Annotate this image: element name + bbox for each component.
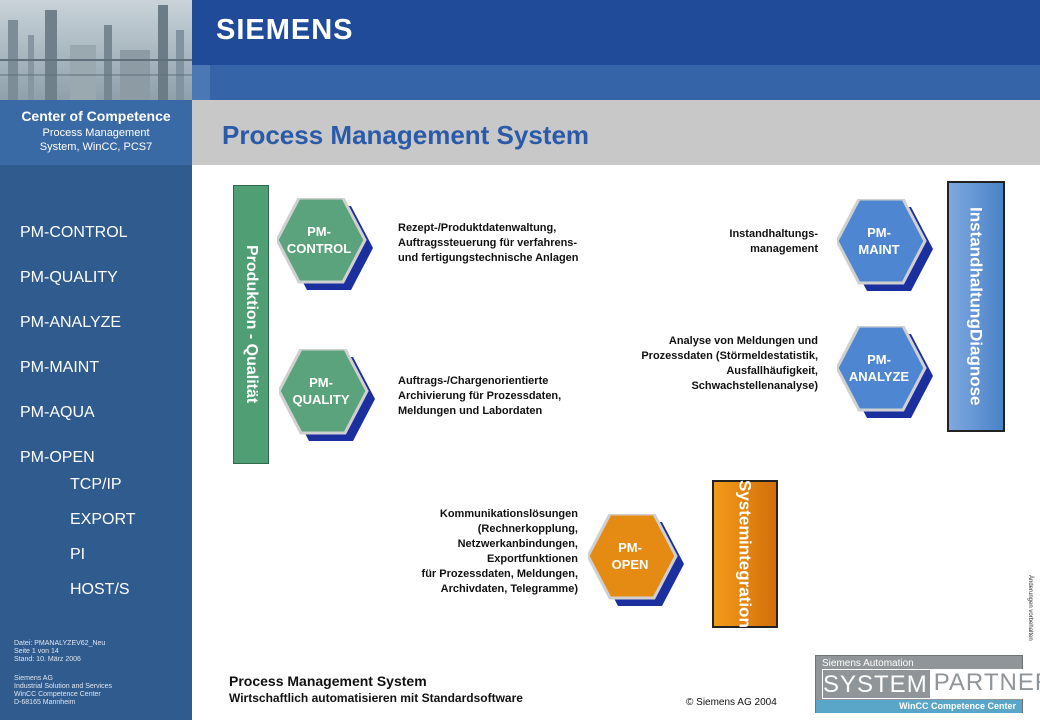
pm-control-module[interactable]: PM- CONTROL <box>277 198 377 290</box>
corp-info-line: D-68165 Mannheim <box>14 699 76 706</box>
copyright: © Siemens AG 2004 <box>686 697 777 708</box>
sidebar-subitem-export[interactable]: EXPORT <box>70 511 136 528</box>
file-info-line: Stand: 10. März 2006 <box>14 656 81 663</box>
description-line: Archivdaten, Telegramme) <box>440 583 578 595</box>
sidebar-nav: PM-CONTROL PM-QUALITY PM-ANALYZE PM-MAIN… <box>20 222 128 492</box>
description-line: (Rechnerkopplung, <box>477 523 578 535</box>
pm-open-module[interactable]: PM- OPEN <box>588 514 688 606</box>
partner-bottom-text: WinCC Competence Center <box>816 700 1022 713</box>
instandhaltung-bar: InstandhaltungDiagnose <box>947 181 1005 432</box>
sidebar-item-pm-control[interactable]: PM-CONTROL <box>20 224 128 241</box>
description-line: Prozessdaten (Störmeldestatistik, <box>641 350 818 362</box>
center-subtitle-1: Process Management <box>42 127 150 139</box>
hex-line: ANALYZE <box>848 369 910 384</box>
description-line: Exportfunktionen <box>486 553 578 565</box>
corp-info: Siemens AG Industrial Solution and Servi… <box>14 675 112 707</box>
description-line: Auftrags-/Chargenorientierte <box>398 375 549 387</box>
sidebar-item-pm-aqua[interactable]: PM-AQUA <box>20 404 95 421</box>
description-line: management <box>750 243 818 255</box>
pm-maint-label: PM- MAINT <box>837 199 921 283</box>
sidebar-subitem-tcpip[interactable]: TCP/IP <box>70 476 122 493</box>
footer-subtitle: Wirtschaftlich automatisieren mit Standa… <box>229 691 523 705</box>
pm-open-description: Kommunikationslösungen (Rechnerkopplung,… <box>422 507 578 597</box>
description-line: Instandhaltungs- <box>729 228 818 240</box>
sidebar-item-pm-maint[interactable]: PM-MAINT <box>20 359 100 376</box>
corp-info-line: WinCC Competence Center <box>14 691 101 698</box>
center-of-competence: Center of Competence Process Management … <box>0 100 192 165</box>
description-line: Schwachstellenanalyse) <box>691 380 818 392</box>
pm-analyze-module[interactable]: PM- ANALYZE <box>837 326 937 418</box>
hex-line: PM- <box>309 375 333 390</box>
produktion-qualitaet-label: Produktion - Qualität <box>243 245 260 404</box>
pm-quality-label: PM- QUALITY <box>279 349 363 433</box>
hex-line: OPEN <box>611 557 649 572</box>
description-line: Meldungen und Labordaten <box>398 405 543 417</box>
system-integration-line-1: System <box>735 479 755 541</box>
description-line: Ausfallhäufigkeit, <box>726 365 818 377</box>
pm-open-label: PM- OPEN <box>588 514 672 598</box>
description-line: für Prozessdaten, Meldungen, <box>421 568 578 580</box>
instandhaltung-line-2: Diagnose <box>966 329 986 406</box>
hex-line: QUALITY <box>292 392 350 407</box>
siemens-logo: SIEMENS <box>216 14 354 46</box>
hex-line: CONTROL <box>286 241 352 256</box>
footer-title: Process Management System <box>229 673 427 689</box>
header-subbar <box>192 65 1040 100</box>
pm-quality-module[interactable]: PM- QUALITY <box>279 349 379 441</box>
system-integration-bar: Systemintegration <box>712 480 778 628</box>
header-subbar-accent <box>192 65 210 100</box>
header-bar <box>192 0 1040 65</box>
produktion-qualitaet-bar: Produktion - Qualität <box>233 185 269 464</box>
center-title: Center of Competence <box>21 108 171 124</box>
pm-analyze-description: Analyse von Meldungen und Prozessdaten (… <box>641 334 818 394</box>
hex-line: PM- <box>618 540 642 555</box>
sidebar-item-pm-quality[interactable]: PM-QUALITY <box>20 269 118 286</box>
file-info-line: Datei: PMANALYZEV62_Neu <box>14 640 106 647</box>
hex-line: PM- <box>867 352 891 367</box>
hex-line: PM- <box>307 224 331 239</box>
pm-control-description: Rezept-/Produktdatenwaltung, Auftragsste… <box>398 221 579 266</box>
description-line: und fertigungstechnische Anlagen <box>398 252 579 264</box>
partner-partner-text: PARTNER <box>930 669 1040 699</box>
pm-maint-description: Instandhaltungs- management <box>729 227 818 257</box>
file-info: Datei: PMANALYZEV62_Neu Seite 1 von 14 S… <box>14 640 105 664</box>
title-bar <box>192 100 1040 165</box>
system-integration-line-2: integration <box>735 540 755 629</box>
instandhaltung-line-1: Instandhaltung <box>966 207 986 330</box>
header-photo <box>0 0 192 100</box>
center-subtitle-2: System, WinCC, PCS7 <box>39 141 153 153</box>
description-line: Rezept-/Produktdatenwaltung, <box>398 222 557 234</box>
sidebar-item-pm-analyze[interactable]: PM-ANALYZE <box>20 314 122 331</box>
hex-line: MAINT <box>858 242 900 257</box>
sidebar-subitem-host[interactable]: HOST/S <box>70 581 130 598</box>
description-line: Netzwerkanbindungen, <box>457 538 578 550</box>
description-line: Auftragssteuerung für verfahrens- <box>398 237 578 249</box>
description-line: Kommunikationslösungen <box>439 508 578 520</box>
description-line: Analyse von Meldungen und <box>668 335 818 347</box>
partner-main: SYSTEM PARTNER <box>822 669 1040 699</box>
file-info-line: Seite 1 von 14 <box>14 648 59 655</box>
partner-system-text: SYSTEM <box>822 669 931 699</box>
hex-line: PM- <box>867 225 891 240</box>
partner-top-text: Siemens Automation <box>822 658 914 669</box>
pm-maint-module[interactable]: PM- MAINT <box>837 199 937 291</box>
pm-control-label: PM- CONTROL <box>277 198 361 282</box>
pm-quality-description: Auftrags-/Chargenorientierte Archivierun… <box>398 374 561 419</box>
side-note: Änderungen vorbehalten <box>1027 575 1033 641</box>
corp-info-line: Siemens AG <box>14 675 53 682</box>
system-integration-label: Systemintegration <box>735 480 756 628</box>
pm-analyze-label: PM- ANALYZE <box>837 326 921 410</box>
instandhaltung-label: InstandhaltungDiagnose <box>966 207 987 405</box>
sidebar-subnav: TCP/IP EXPORT PI HOST/S <box>70 474 136 614</box>
corp-info-line: Industrial Solution and Services <box>14 683 113 690</box>
sidebar-item-pm-open[interactable]: PM-OPEN <box>20 449 95 466</box>
system-partner-logo: Siemens Automation SYSTEM PARTNER WinCC … <box>815 655 1040 713</box>
sidebar-subitem-pi[interactable]: PI <box>70 546 86 563</box>
page-title: Process Management System <box>222 120 590 150</box>
description-line: Archivierung für Prozessdaten, <box>398 390 562 402</box>
